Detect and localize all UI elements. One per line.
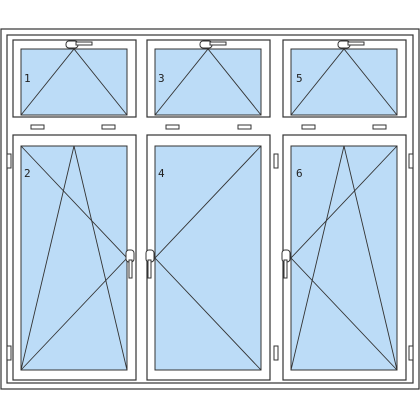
sash-1-handle[interactable]: [65, 40, 93, 49]
sash-3-opening-symbol: [154, 48, 262, 116]
sash-4[interactable]: 4: [145, 134, 279, 381]
sash-1-opening-symbol: [20, 48, 128, 116]
sash-4-number: 4: [158, 167, 165, 180]
sash-5[interactable]: 5: [282, 39, 407, 130]
sash-6[interactable]: 6: [281, 134, 414, 381]
sash-6-number: 6: [296, 167, 303, 180]
sash-3-hinge-right: [237, 124, 252, 130]
sash-5-handle[interactable]: [337, 40, 365, 49]
sash-5-glass: [290, 48, 398, 116]
sash-3-hinge-left: [165, 124, 180, 130]
sash-6-tilt-symbol: [290, 145, 398, 371]
sash-6-glass: [290, 145, 398, 371]
sash-3-number: 3: [158, 72, 165, 85]
sash-6-handle[interactable]: [281, 249, 291, 279]
sash-3[interactable]: 3: [146, 39, 271, 130]
sash-4-handle-lever: [147, 259, 152, 279]
sash-1-hinge-right: [101, 124, 116, 130]
sash-5-opening-symbol: [290, 48, 398, 116]
sash-4-turn-symbol: [154, 145, 262, 371]
sash-1[interactable]: 1: [12, 39, 137, 130]
sash-1-hinge-left: [30, 124, 45, 130]
sash-5-number: 5: [296, 72, 303, 85]
sash-1-number: 1: [24, 72, 31, 85]
sash-5-handle-lever: [347, 41, 365, 46]
sash-5-hinge-left: [301, 124, 316, 130]
sash-3-handle-lever: [209, 41, 227, 46]
sash-1-glass: [20, 48, 128, 116]
sash-4-glass: [154, 145, 262, 371]
sash-6-handle-lever: [283, 259, 288, 279]
sash-6-turn-symbol: [290, 145, 398, 371]
sash-3-handle[interactable]: [199, 40, 227, 49]
sash-6-hinge-bottom: [408, 345, 414, 361]
sash-3-glass: [154, 48, 262, 116]
sash-6-hinge-top: [408, 153, 414, 169]
sash-2-handle-lever: [128, 259, 133, 279]
sash-5-hinge-right: [372, 124, 387, 130]
sash-2[interactable]: 2: [6, 134, 137, 381]
sash-2-hinge-top: [6, 153, 12, 169]
sash-2-number: 2: [24, 167, 31, 180]
sash-2-hinge-bottom: [6, 345, 12, 361]
sash-2-tilt-symbol: [20, 145, 128, 371]
sash-2-handle[interactable]: [125, 249, 135, 279]
sash-4-handle[interactable]: [145, 249, 155, 279]
sash-4-hinge-top: [273, 153, 279, 169]
sash-2-glass: [20, 145, 128, 371]
sash-4-hinge-bottom: [273, 345, 279, 361]
sash-1-handle-lever: [75, 41, 93, 46]
